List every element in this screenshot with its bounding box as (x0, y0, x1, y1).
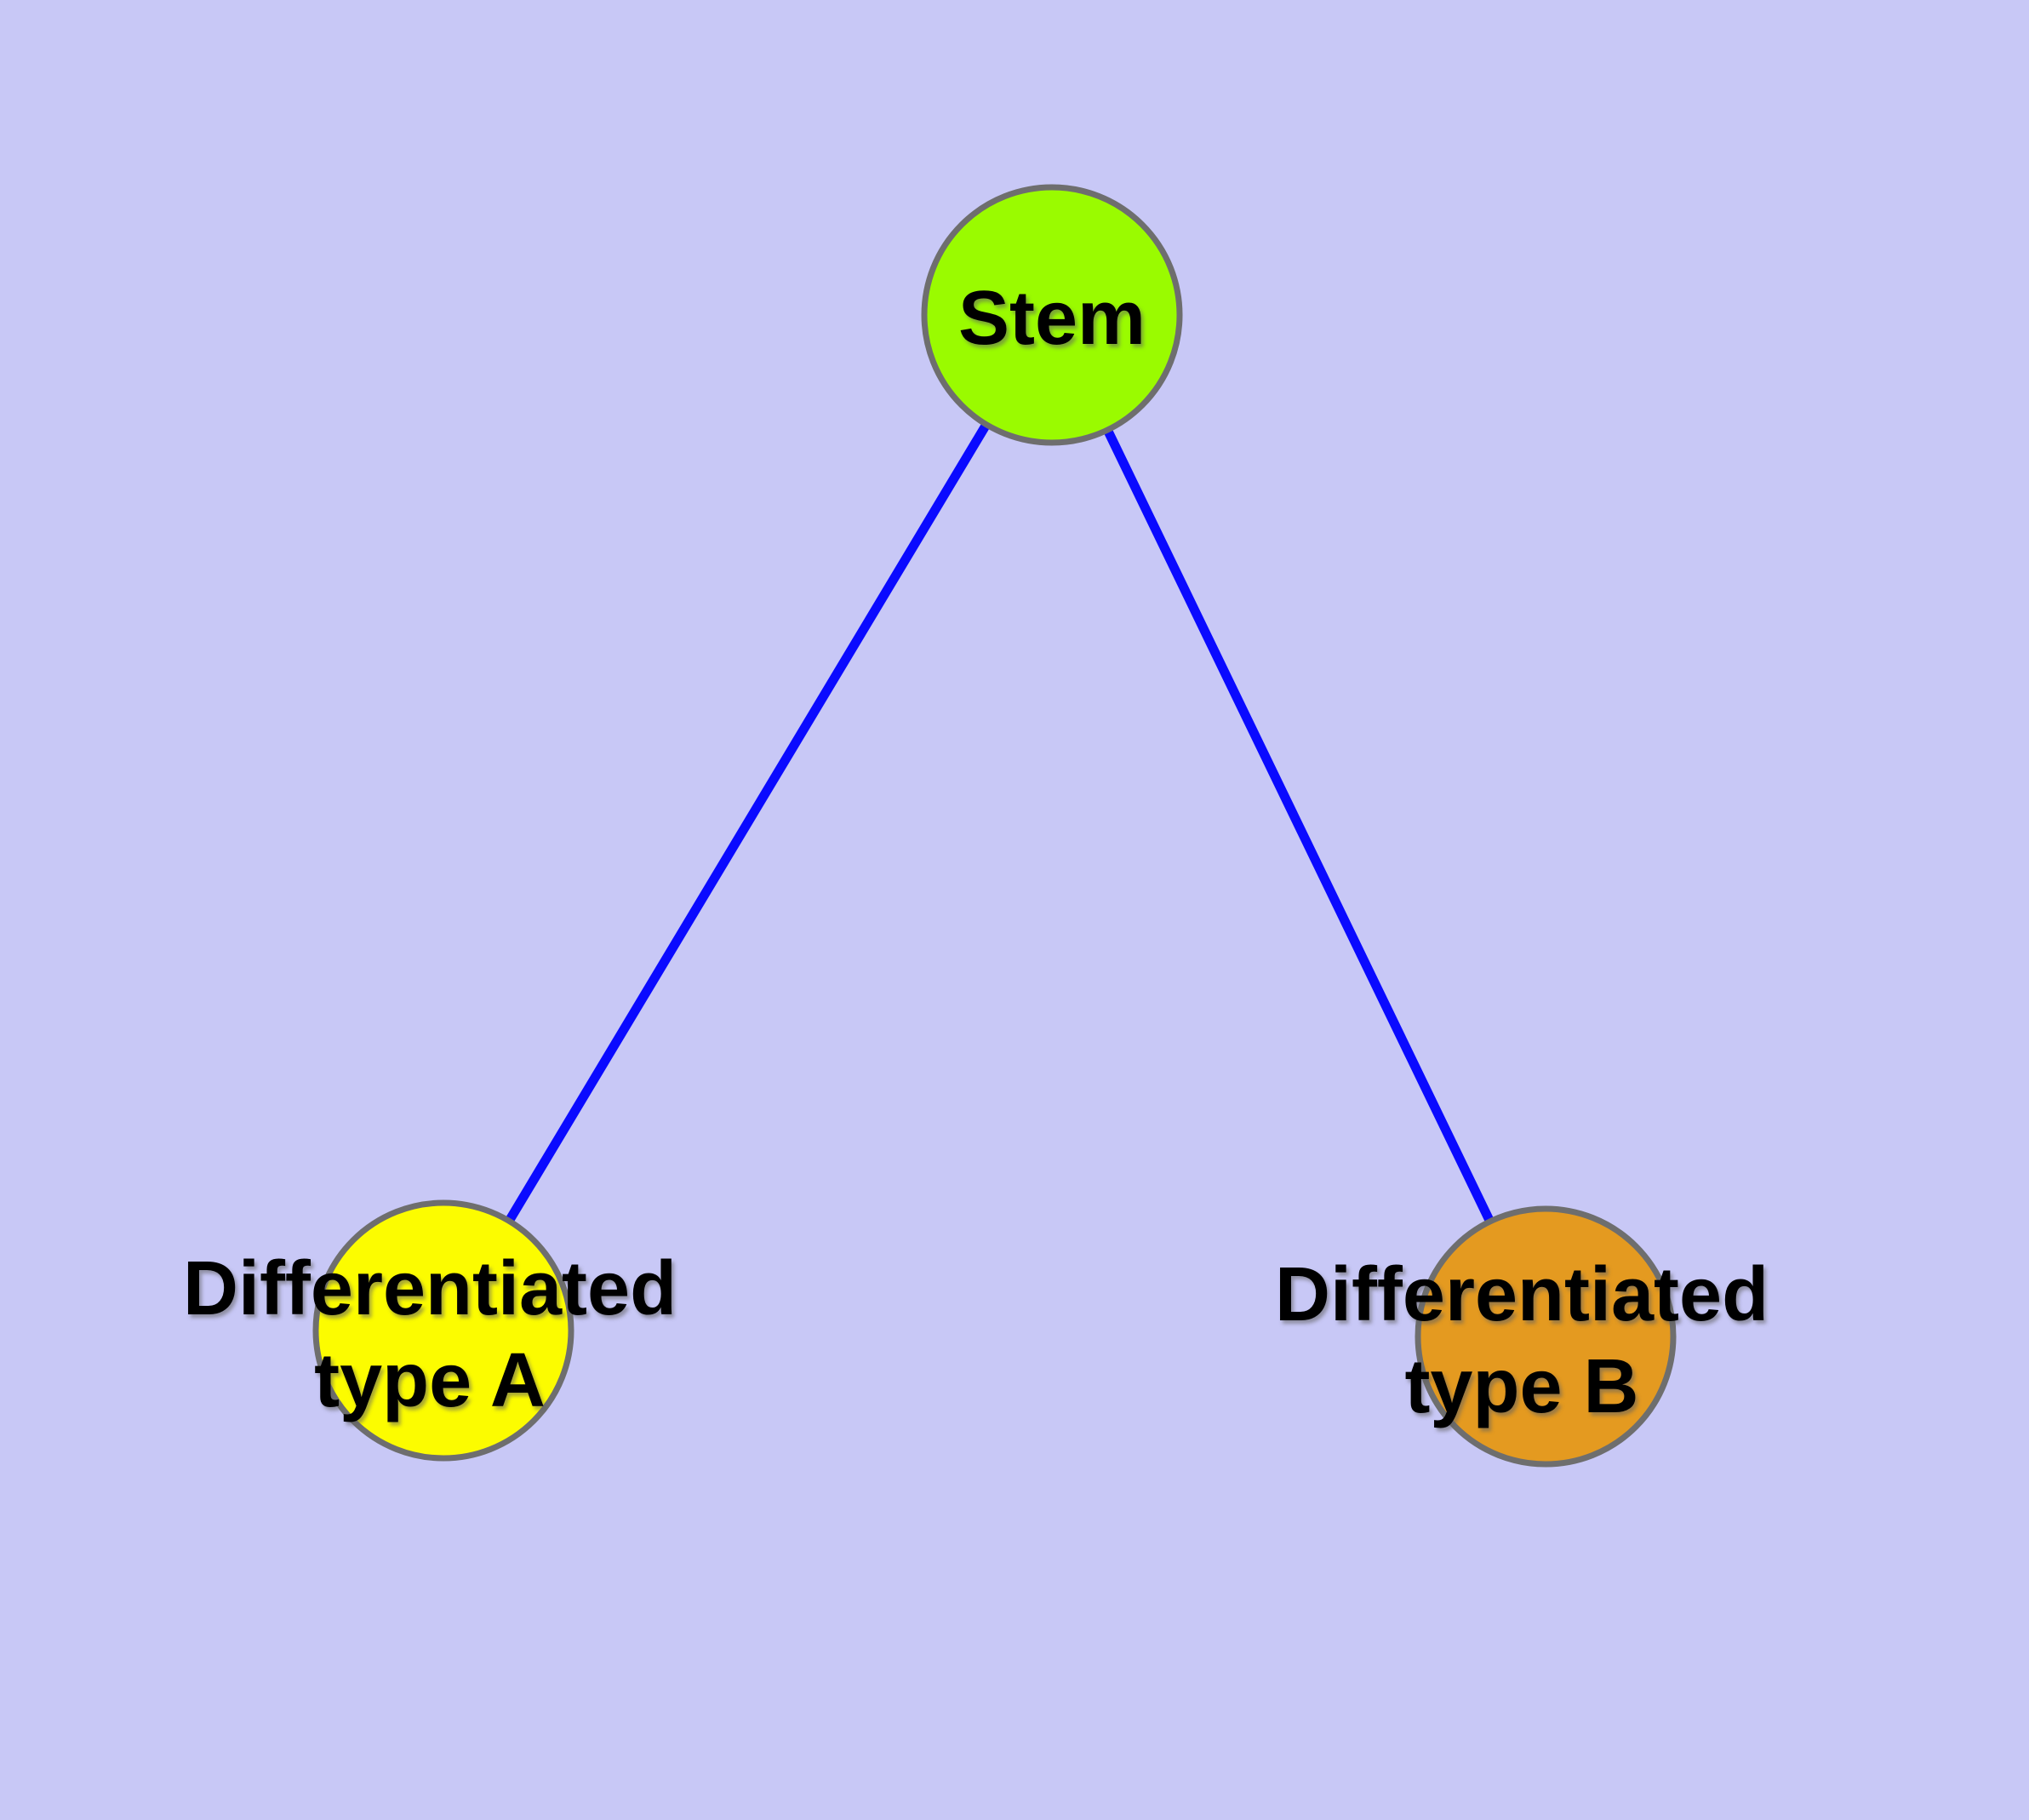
node-type-b-circle (1415, 1205, 1677, 1468)
node-stem-circle (921, 184, 1183, 446)
node-type-a-circle (312, 1199, 574, 1462)
edge-stem-to-type-a (438, 310, 1057, 1336)
edge-stem-to-type-b (1047, 310, 1551, 1342)
